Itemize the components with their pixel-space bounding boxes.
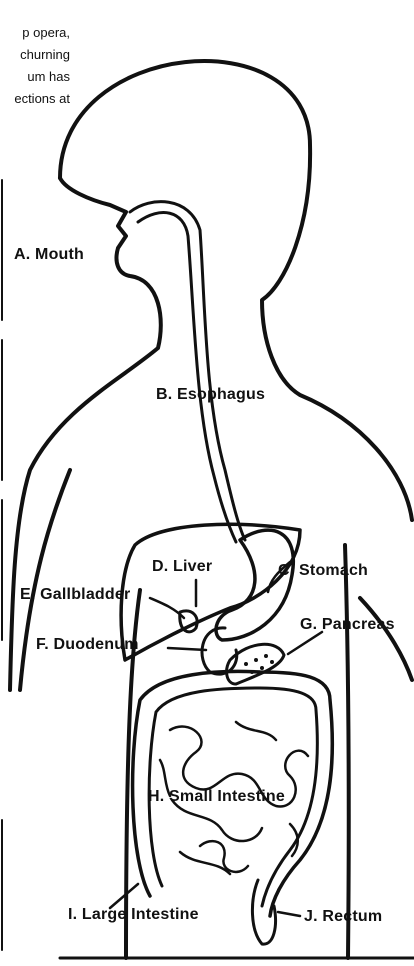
liver-shape — [121, 524, 300, 660]
label-rectum: J. Rectum — [304, 908, 382, 926]
esophagus-tube — [138, 213, 236, 542]
label-duodenum: F. Duodenum — [36, 636, 139, 654]
pointer-gallbladder — [150, 598, 184, 618]
pointer-pancreas — [288, 632, 322, 654]
left-arm-outline — [20, 470, 70, 690]
label-pancreas: G. Pancreas — [300, 616, 395, 634]
right-arm-outline — [360, 598, 412, 680]
label-small-intestine: H. Small Intestine — [148, 788, 285, 806]
right-torso-outline — [345, 545, 349, 958]
body-outline — [60, 61, 412, 520]
pointer-large-intestine — [110, 884, 138, 908]
pointer-duodenum — [168, 648, 206, 650]
label-mouth: A. Mouth — [14, 246, 84, 264]
esophagus-tube — [130, 202, 245, 540]
label-stomach: C. Stomach — [278, 562, 368, 580]
duodenum-shape — [202, 628, 237, 674]
stomach-shape — [216, 530, 293, 640]
label-gallbladder: E. Gallbladder — [20, 586, 130, 604]
label-large-intestine: I. Large Intestine — [68, 906, 199, 924]
pointer-rectum — [278, 912, 300, 916]
gallbladder-shape — [180, 611, 197, 632]
label-esophagus: B. Esophagus — [156, 386, 265, 404]
label-liver: D. Liver — [152, 558, 212, 576]
